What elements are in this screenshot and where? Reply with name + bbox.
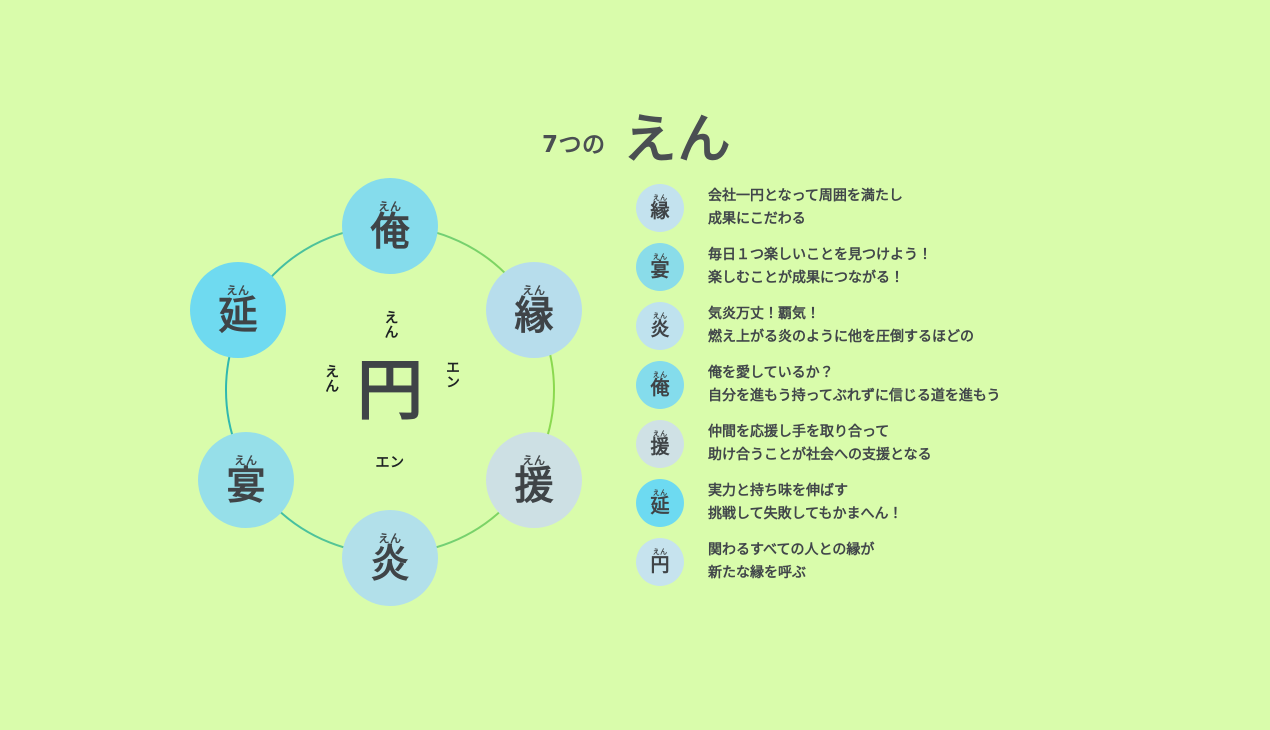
list-item-badge: えん俺 <box>636 361 684 409</box>
node-ruby: えん <box>522 283 546 297</box>
list-item-description: 会社一円となって周囲を満たし成果にこだわる <box>708 185 903 231</box>
list-item-description: 関わるすべての人との縁が新たな縁を呼ぶ <box>708 539 874 585</box>
list-item-line2: 挑戦して失敗してもかまへん！ <box>708 506 903 522</box>
list-item-description: 実力と持ち味を伸ばす挑戦して失敗してもかまへん！ <box>708 480 902 526</box>
diagram-node: えん宴 <box>198 432 294 528</box>
badge-kanji: 援 <box>650 436 670 458</box>
list-item-badge: えん円 <box>636 538 684 586</box>
diagram-node: えん縁 <box>486 262 582 358</box>
list-item: えん俺 俺を愛しているか？ 自分を進もう持ってぶれずに信じる道を進もう <box>636 361 1136 409</box>
badge-ruby: えん <box>652 312 668 320</box>
list-item-line1: 毎日１つ楽しいことを見つけよう！ <box>708 246 932 263</box>
title-prefix: 7つの <box>542 132 606 158</box>
list-item-description: 俺を愛しているか？ 自分を進もう持ってぶれずに信じる道を進もう <box>708 362 1000 408</box>
list-item-line1: 仲間を応援し手を取り合って <box>708 423 890 440</box>
list-item-badge: えん炎 <box>636 302 684 350</box>
node-ruby: えん <box>522 453 546 467</box>
center-emblem: えん えん 円 エン エン <box>315 308 465 473</box>
list-item-description: 毎日１つ楽しいことを見つけよう！ 楽しむことが成果につながる！ <box>708 244 932 290</box>
list-item-description: 気炎万丈！覇気！ 燃え上がる炎のように他を圧倒するほどの <box>708 303 974 349</box>
center-reading-right: エン <box>444 360 460 389</box>
node-kanji: 延 <box>218 293 258 339</box>
node-kanji: 縁 <box>514 293 554 339</box>
diagram-node: えん炎 <box>342 510 438 606</box>
node-ruby: えん <box>378 531 402 545</box>
center-reading-left: えん <box>323 364 340 393</box>
node-ruby: えん <box>234 453 258 467</box>
circle-diagram: えん俺えん縁えん援えん炎えん宴えん延 えん えん 円 エン エン <box>160 160 620 620</box>
list-item-badge: えん宴 <box>636 243 684 291</box>
diagram-node: えん援 <box>486 432 582 528</box>
list-item-line2: 成果にこだわる <box>708 211 806 227</box>
node-kanji: 宴 <box>226 463 266 509</box>
list-item-line1: 実力と持ち味を伸ばす <box>708 482 848 499</box>
diagram-node: えん俺 <box>342 178 438 274</box>
list-item-badge: えん縁 <box>636 184 684 232</box>
list-item-badge: えん延 <box>636 479 684 527</box>
list-item-line1: 気炎万丈！覇気！ <box>708 305 820 322</box>
list-item-description: 仲間を応援し手を取り合って助け合うことが社会への支援となる <box>708 421 932 467</box>
badge-ruby: えん <box>652 253 668 261</box>
badge-kanji: 延 <box>650 495 670 517</box>
center-reading-top: えん <box>382 310 399 339</box>
badge-ruby: えん <box>652 194 668 202</box>
badge-kanji: 縁 <box>650 200 670 222</box>
page-title: 7つの えん <box>542 104 732 166</box>
list-item-line1: 会社一円となって周囲を満たし <box>708 187 903 204</box>
title-main: えん <box>623 109 732 170</box>
list-item-line2: 自分を進もう持ってぶれずに信じる道を進もう <box>708 388 1001 404</box>
badge-ruby: えん <box>652 548 668 556</box>
list-item: えん縁会社一円となって周囲を満たし成果にこだわる <box>636 184 1136 232</box>
badge-kanji: 円 <box>650 554 670 576</box>
list-item: えん炎 気炎万丈！覇気！ 燃え上がる炎のように他を圧倒するほどの <box>636 302 1136 350</box>
list-item: えん宴 毎日１つ楽しいことを見つけよう！ 楽しむことが成果につながる！ <box>636 243 1136 291</box>
node-kanji: 援 <box>514 463 554 509</box>
badge-kanji: 俺 <box>650 377 670 399</box>
list-item-line2: 楽しむことが成果につながる！ <box>708 270 904 286</box>
center-kanji: 円 <box>357 351 423 429</box>
badge-kanji: 宴 <box>650 259 670 281</box>
list-item-line1: 俺を愛しているか？ <box>708 364 834 381</box>
diagram-node: えん延 <box>190 262 286 358</box>
list-item-line1: 関わるすべての人との縁が <box>708 541 875 558</box>
list-item: えん円関わるすべての人との縁が新たな縁を呼ぶ <box>636 538 1136 586</box>
center-reading-bottom: エン <box>375 454 405 471</box>
node-kanji: 俺 <box>370 209 410 255</box>
list-item-line2: 助け合うことが社会への支援となる <box>708 447 932 463</box>
badge-kanji: 炎 <box>650 318 670 340</box>
list-item: えん延実力と持ち味を伸ばす挑戦して失敗してもかまへん！ <box>636 479 1136 527</box>
node-ruby: えん <box>226 283 250 297</box>
node-kanji: 炎 <box>370 541 410 587</box>
badge-ruby: えん <box>652 489 668 497</box>
list-item-line2: 燃え上がる炎のように他を圧倒するほどの <box>708 329 974 345</box>
node-ruby: えん <box>378 199 402 213</box>
principles-list: えん縁会社一円となって周囲を満たし成果にこだわるえん宴毎日１つ楽しいことを見つけ… <box>636 184 1136 597</box>
list-item: えん援仲間を応援し手を取り合って助け合うことが社会への支援となる <box>636 420 1136 468</box>
list-item-badge: えん援 <box>636 420 684 468</box>
badge-ruby: えん <box>652 371 668 379</box>
list-item-line2: 新たな縁を呼ぶ <box>708 565 806 581</box>
badge-ruby: えん <box>652 430 668 438</box>
